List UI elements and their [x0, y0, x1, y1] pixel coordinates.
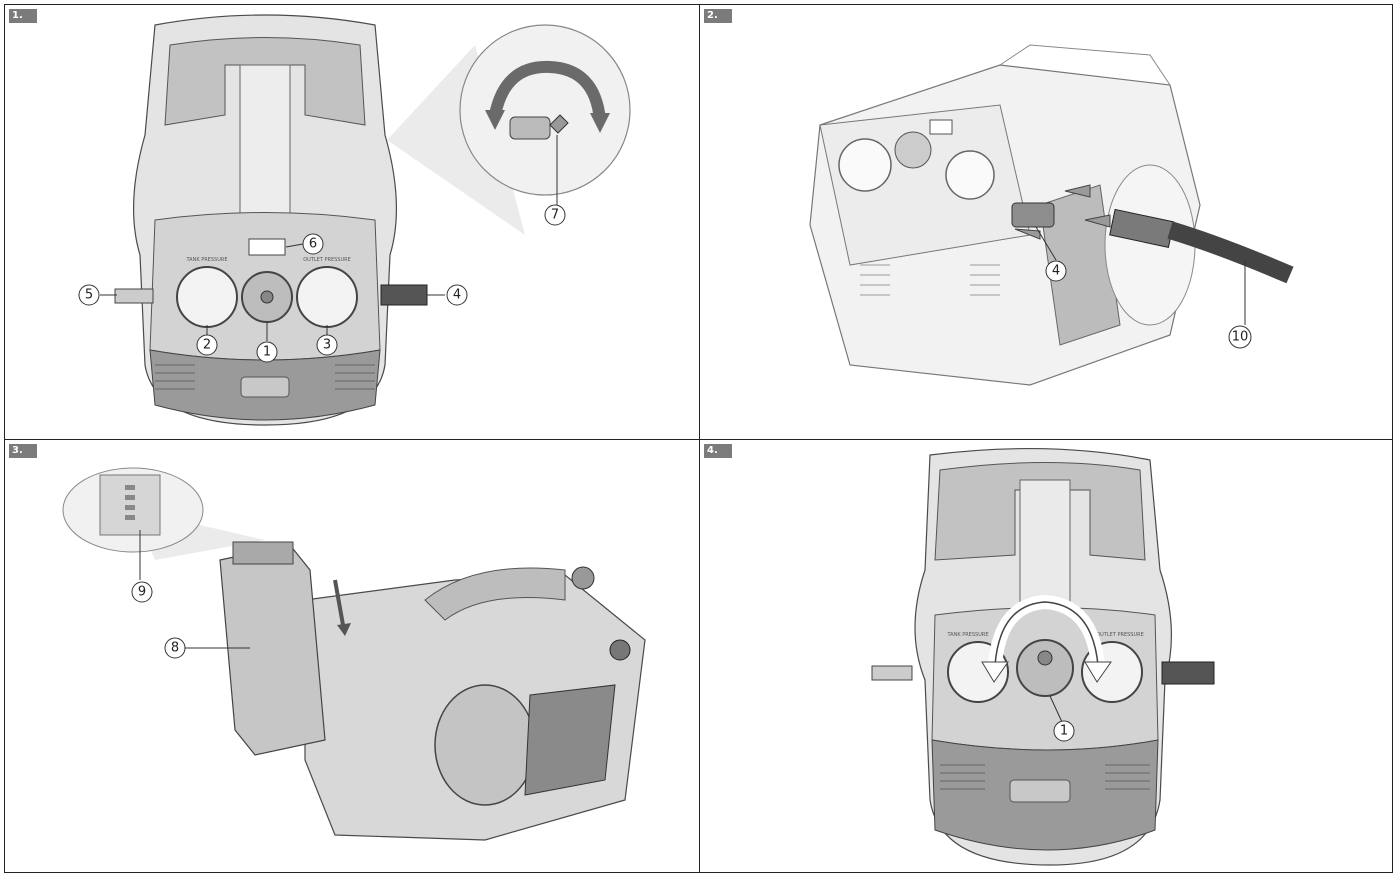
regulator-knob-center — [260, 290, 274, 304]
svg-text:9: 9 — [138, 585, 146, 600]
regulator-knob — [894, 131, 932, 169]
bottom-grip — [1009, 779, 1071, 803]
top-handle — [934, 462, 1146, 561]
insert-arrow-icon — [333, 579, 345, 626]
bottom-grip — [240, 376, 290, 398]
svg-text:6: 6 — [309, 237, 317, 252]
regulator-knob — [571, 566, 595, 590]
callout-4: 4 — [446, 284, 468, 306]
arrow-head-left-icon — [981, 661, 1009, 683]
svg-text:1: 1 — [263, 345, 271, 360]
air-hose — [1167, 221, 1294, 284]
callout-1: 1 — [256, 341, 278, 363]
leader-1 — [1049, 695, 1063, 723]
outlet-pressure-label: OUTLET PRESSURE — [303, 257, 351, 263]
regulator-knob — [1016, 639, 1074, 697]
outlet-pressure-label: OUTLET PRESSURE — [1096, 632, 1144, 638]
svg-text:10: 10 — [1232, 330, 1249, 345]
carry-handle — [424, 567, 566, 621]
svg-text:1: 1 — [1060, 724, 1068, 739]
right-coupler — [380, 284, 428, 306]
right-vent — [1105, 764, 1150, 790]
callout-1: 1 — [1053, 720, 1075, 742]
push-arrow-top-icon — [1064, 184, 1091, 198]
handle-bar — [239, 64, 291, 216]
arrow-head-right-icon — [1084, 661, 1112, 683]
push-arrow-middle-icon — [1084, 214, 1111, 228]
panel-step-4: 4. TANK PRESSURE OUTLET PRESSURE — [699, 439, 1393, 873]
panel-step-2: 2. 4 — [699, 4, 1393, 440]
side-grille — [524, 684, 616, 796]
top-handle — [164, 37, 366, 126]
svg-text:5: 5 — [85, 288, 93, 303]
power-switch — [929, 119, 953, 135]
svg-text:2: 2 — [203, 338, 211, 353]
quick-coupler — [1011, 202, 1055, 228]
tank-pressure-label: TANK PRESSURE — [947, 632, 989, 638]
step-number-tag: 1. — [9, 9, 37, 23]
svg-text:7: 7 — [551, 208, 559, 223]
step-number-tag: 3. — [9, 444, 37, 458]
callout-9: 9 — [131, 581, 153, 603]
svg-text:4: 4 — [453, 288, 461, 303]
compressor-hose-connection-view: 4 10 — [809, 44, 1294, 386]
side-cover — [434, 684, 536, 806]
panel-step-1: 1. TANK PRESSURE OUTLET PRESSURE — [4, 4, 700, 440]
drain-valve-wing — [549, 114, 569, 134]
callout-2: 2 — [196, 334, 218, 356]
leader-4 — [1035, 226, 1057, 261]
outlet-pressure-gauge — [296, 266, 358, 328]
insert-arrow-head-icon — [337, 623, 351, 636]
left-coupler — [871, 665, 913, 681]
arrow-head-right-icon — [590, 113, 610, 133]
compressor-battery-insertion-view: 9 8 — [62, 467, 646, 841]
left-vent — [940, 764, 985, 790]
drain-valve-detail-circle — [459, 24, 631, 196]
svg-text:8: 8 — [171, 641, 179, 656]
regulator-knob-center — [1037, 650, 1053, 666]
callout-10: 10 — [1228, 325, 1252, 349]
callout-4: 4 — [1045, 260, 1067, 282]
callout-8: 8 — [164, 637, 186, 659]
step-number-tag: 2. — [704, 9, 732, 23]
leader-6 — [285, 243, 304, 248]
callout-7: 7 — [544, 204, 566, 226]
magnifier-cone — [387, 45, 525, 235]
compressor-regulator-adjust-view: TANK PRESSURE OUTLET PRESSURE 1 — [871, 448, 1215, 866]
svg-text:3: 3 — [323, 338, 331, 353]
rotate-arrow-icon — [489, 60, 606, 121]
right-vent — [335, 364, 375, 390]
compressor-front-view: TANK PRESSURE OUTLET PRESSURE — [78, 14, 631, 426]
right-coupler — [1161, 661, 1215, 685]
battery-latch — [232, 541, 294, 565]
step-number-tag: 4. — [704, 444, 732, 458]
panel-step-3: 3. 9 8 — [4, 439, 700, 873]
push-arrow-bottom-icon — [1014, 228, 1041, 240]
air-coupler — [609, 639, 631, 661]
rotate-arrow-icon — [994, 601, 1099, 666]
tank-pressure-label: TANK PRESSURE — [186, 257, 228, 263]
left-vent — [155, 364, 195, 390]
side-cover — [1104, 164, 1196, 326]
handle-outline — [999, 44, 1171, 86]
callout-5: 5 — [78, 284, 100, 306]
left-coupler — [114, 288, 154, 304]
power-switch — [248, 238, 286, 256]
callout-6: 6 — [302, 233, 324, 255]
tank-gauge — [838, 138, 892, 192]
arrow-head-left-icon — [485, 110, 505, 130]
callout-3: 3 — [316, 334, 338, 356]
tank-pressure-gauge — [176, 266, 238, 328]
drain-valve — [509, 116, 551, 140]
svg-text:4: 4 — [1052, 264, 1060, 279]
front-vent — [860, 264, 890, 296]
outlet-gauge — [945, 150, 995, 200]
front-vent-right — [970, 264, 1000, 296]
battery-pack — [219, 544, 326, 756]
